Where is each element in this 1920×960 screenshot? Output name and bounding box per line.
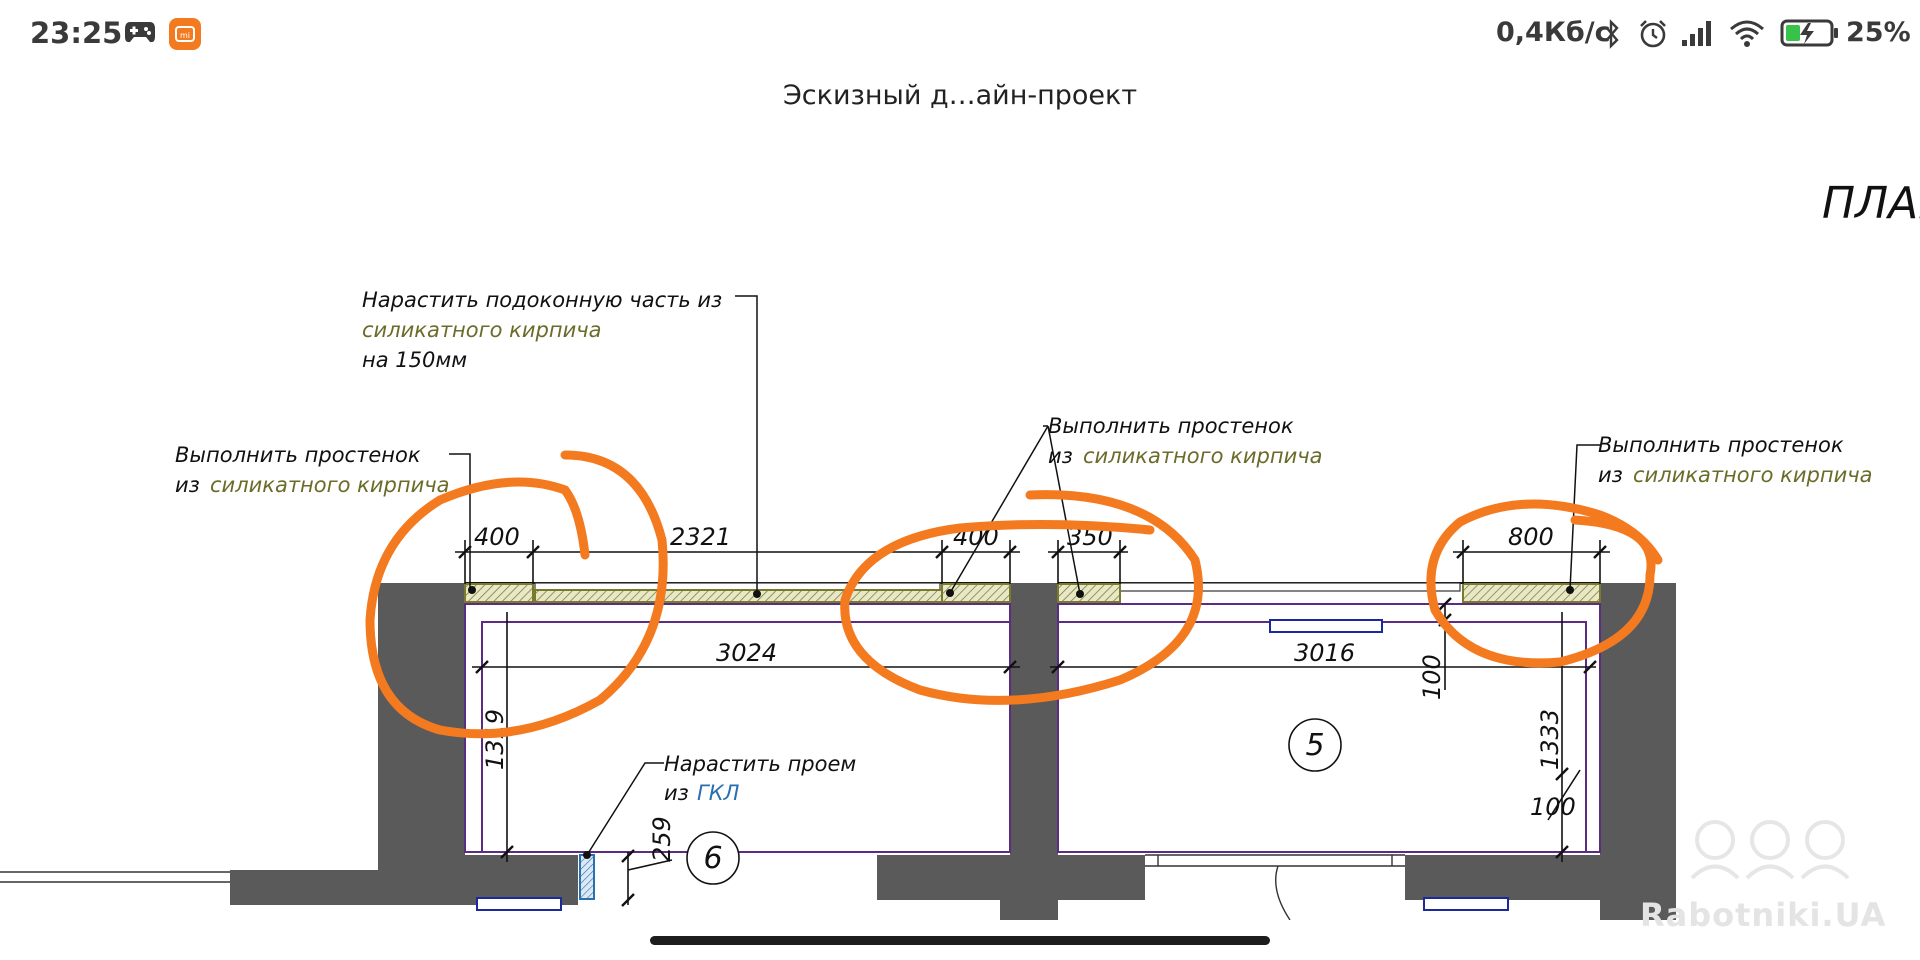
doorway <box>0 854 1405 920</box>
mi-app-icon: mi <box>169 18 201 50</box>
gamepad-icon <box>125 22 155 43</box>
annotation-middle-material: силикатного кирпича <box>1083 444 1323 468</box>
dim-100-bottom: 100 <box>1530 793 1576 821</box>
annotation-left-line1: Выполнить простенок <box>175 443 421 467</box>
annotation-top-line3: на 150мм <box>362 348 467 372</box>
plan-title: ПЛАН <box>1822 178 1920 229</box>
annotation-opening-line1: Нарастить проем <box>664 752 856 776</box>
leader-lines <box>449 295 1600 856</box>
dim-3024: 3024 <box>716 639 777 667</box>
annotation-right-line1: Выполнить простенок <box>1598 433 1844 457</box>
dim-2321: 2321 <box>670 523 731 551</box>
annotation-top-line2: силикатного кирпича <box>362 318 602 342</box>
dim-400-left: 400 <box>474 523 520 551</box>
wifi-icon <box>1730 20 1764 47</box>
annotation-opening-material: ГКЛ <box>697 781 740 805</box>
radiator <box>476 897 562 911</box>
home-indicator[interactable] <box>650 936 1270 945</box>
floor-plan-drawing[interactable]: ПЛАН <box>0 120 1920 920</box>
network-speed: 0,4Кб/с <box>1496 17 1611 48</box>
annotation-top-line1: Нарастить подоконную часть из <box>362 288 722 312</box>
dim-800: 800 <box>1508 523 1554 551</box>
annotation-opening-prefix: из <box>664 781 689 805</box>
watermark-text: Rabotniki.UA <box>1640 896 1887 934</box>
status-bar: 23:25 mi 0,4Кб/с 25% <box>0 0 1920 70</box>
brick-infill <box>464 583 1601 603</box>
dim-1333: 1333 <box>1536 709 1564 770</box>
room-markers: 5 6 <box>686 718 1342 885</box>
room-number-6: 6 <box>703 841 722 876</box>
alarm-icon <box>1640 20 1666 48</box>
highlight-circles <box>365 450 1663 739</box>
svg-text:mi: mi <box>180 31 190 40</box>
radiator <box>1423 897 1509 911</box>
dimension-labels: 400 2321 400 350 800 3024 3016 1319 1333… <box>474 523 1576 862</box>
annotation-middle-line1: Выполнить простенок <box>1048 414 1294 438</box>
document-title: Эскизный д…айн-проект <box>782 80 1138 111</box>
battery-charging-icon <box>1780 19 1838 47</box>
room-number-5: 5 <box>1305 728 1324 763</box>
dim-1319: 1319 <box>481 709 509 770</box>
battery-percent: 25% <box>1846 17 1911 48</box>
annotation-left-prefix: из <box>175 473 200 497</box>
watermark-logo-icon <box>1690 820 1850 880</box>
annotation-right-material: силикатного кирпича <box>1633 463 1873 487</box>
bluetooth-icon <box>1605 19 1619 49</box>
annotation-left-material: силикатного кирпича <box>210 473 450 497</box>
status-time: 23:25 <box>30 16 123 50</box>
signal-icon <box>1682 21 1711 46</box>
gkl-opening <box>579 854 595 900</box>
dim-259: 259 <box>648 816 676 862</box>
radiator <box>1269 619 1383 633</box>
leader-dots <box>468 586 1574 859</box>
annotations: Нарастить подоконную часть из силикатног… <box>175 288 1873 805</box>
annotation-right-prefix: из <box>1598 463 1623 487</box>
dim-100-top: 100 <box>1418 654 1446 700</box>
annotation-middle-prefix: из <box>1048 444 1073 468</box>
dim-3016: 3016 <box>1294 639 1355 667</box>
